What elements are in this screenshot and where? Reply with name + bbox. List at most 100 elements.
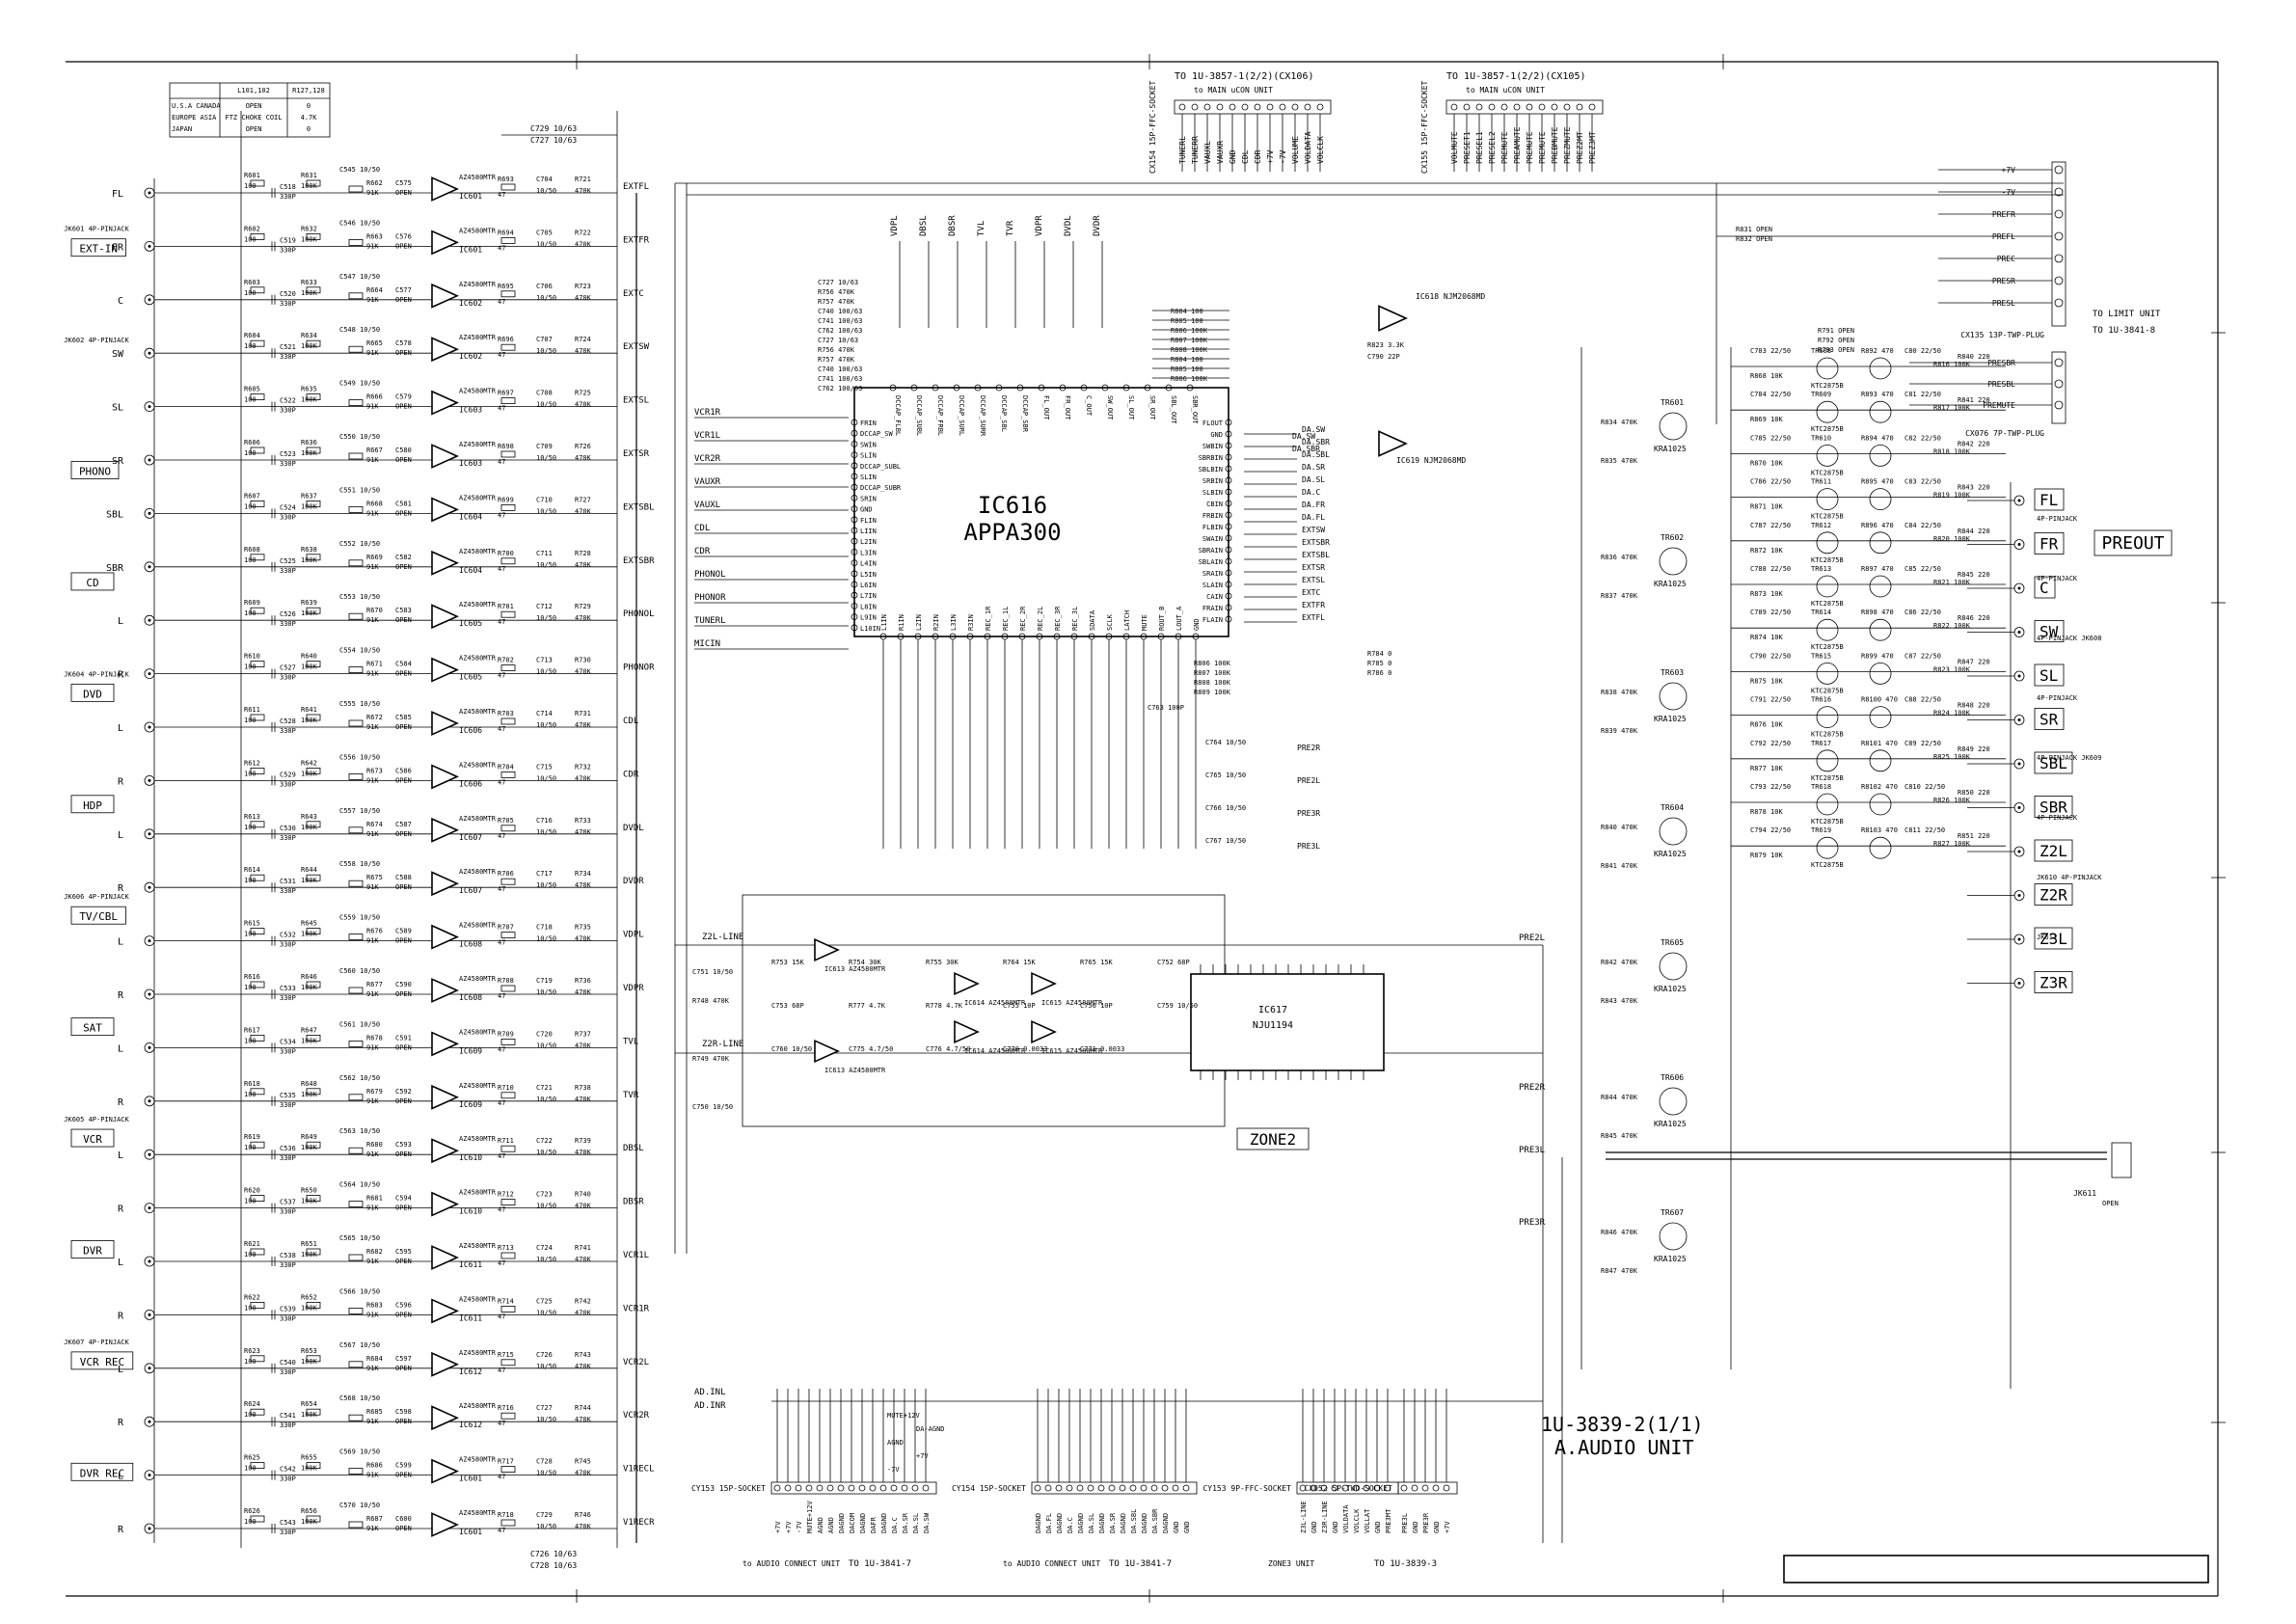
resistor-value: 91K <box>366 1204 379 1212</box>
resistor-ref: R712 <box>498 1191 514 1199</box>
resistor-icon <box>348 292 364 300</box>
opamp-part: AZ4580MTR <box>459 334 497 341</box>
capacitor-value: OPEN <box>395 563 412 571</box>
resistor-ref: R646 <box>301 973 317 981</box>
ic616-left-pin: L9IN <box>860 614 877 622</box>
bus-net-label: EXTC <box>1302 588 1320 597</box>
ic616-left-pin: L5IN <box>860 571 877 579</box>
resistor-ref: R609 <box>244 599 260 607</box>
top-connector-pin: VOLCLK <box>1316 136 1325 164</box>
zone-net-label: PRE2R <box>1519 1083 1546 1093</box>
input-channel-label: R <box>118 1418 124 1428</box>
resistor-value: 100K <box>301 1251 318 1259</box>
input-group-box <box>70 683 115 702</box>
jk611-body <box>2111 1142 2132 1178</box>
capacitor-value: 10/50 <box>536 935 556 943</box>
opamp-part: AZ4580MTR <box>459 601 497 609</box>
capacitor-value: 10/50 <box>536 401 556 409</box>
resistor-ref: R705 <box>498 817 514 825</box>
capacitor-label: C557 10/50 <box>339 807 380 815</box>
connector-pin-icon <box>1421 1484 1429 1492</box>
resistor-ref: R700 <box>498 550 514 557</box>
resistor-value: 47 <box>498 191 505 199</box>
resistor-ref: R738 <box>575 1084 591 1092</box>
capacitor-label: C553 10/50 <box>339 593 380 601</box>
resistor-icon <box>250 768 265 774</box>
bus-net-label: DBSR <box>948 215 958 236</box>
resistor-value: 100K <box>301 1411 318 1419</box>
limit-connector-pin: PREFR <box>1992 210 2015 219</box>
pin-jack-center-icon <box>148 725 151 729</box>
bus-net-label: DA.SW <box>1302 425 1325 434</box>
capacitor-value: 10/50 <box>536 774 556 782</box>
preout-channel-box <box>2034 708 2065 730</box>
capacitor-label: C548 10/50 <box>339 326 380 334</box>
capacitor-value: 330P <box>280 1421 296 1429</box>
preamp-cap-label: C791 22/50 <box>1750 696 1791 704</box>
capacitor-value: 330P <box>280 1101 296 1109</box>
capacitor-label: C563 10/50 <box>339 1127 380 1135</box>
resistor-value: 91K <box>366 1258 379 1265</box>
capacitor-value: 10/50 <box>536 1256 556 1263</box>
resistor-ref: R728 <box>575 550 591 557</box>
capacitor-label: C555 10/50 <box>339 700 380 708</box>
ic-component-label: R756 470K <box>818 288 855 296</box>
bottom-connector-pin: DAGND <box>880 1513 888 1533</box>
ic-component-label: R806 100K <box>1171 327 1208 335</box>
bus-net-label: VCR1L <box>694 431 720 441</box>
input-group-label: DVR <box>83 1244 102 1257</box>
input-jack-label: JK602 4P-PINJACK <box>64 337 129 344</box>
transistor-part: KTC2875B <box>1811 556 1844 564</box>
resistor-value: 47 <box>498 1099 505 1107</box>
transistor-part: KRA1025 <box>1654 580 1687 588</box>
opamp-icon <box>431 550 459 576</box>
opamp-ref: IC609 <box>459 1046 482 1055</box>
bottom-connector-pin: DA.SL <box>912 1513 920 1533</box>
resistor-icon <box>306 714 321 721</box>
signal-net-label: VDPR <box>623 984 644 993</box>
pin-jack-center-icon <box>2017 631 2021 634</box>
resistor-value: 91K <box>366 990 379 998</box>
transistor-ref: TR616 <box>1811 696 1831 704</box>
resistor-icon <box>500 610 516 618</box>
resistor-icon <box>348 238 364 246</box>
input-group-label: VCR <box>83 1133 102 1146</box>
opamp-part: AZ4580MTR <box>459 655 497 663</box>
capacitor-value: OPEN <box>395 670 412 678</box>
resistor-value: 470K <box>575 721 592 729</box>
pin-jack-center-icon <box>148 511 151 515</box>
capacitor-ref: C541 <box>280 1412 296 1420</box>
resistor-value: 100 <box>244 984 257 991</box>
ic-component-label: C727 10/63 <box>818 337 858 344</box>
transistor-icon <box>1816 575 1839 598</box>
bottom-connector-pin: PRE3MT <box>1385 1508 1392 1533</box>
ic-pin-icon <box>851 440 858 447</box>
resistor-ref: R649 <box>301 1133 317 1141</box>
preout-label: PREOUT <box>2101 533 2164 554</box>
resistor-ref: R611 <box>244 706 260 714</box>
capacitor-value: 330P <box>280 994 296 1002</box>
ic616-bottom-pin: REC_1R <box>985 606 992 631</box>
resistor-value: 91K <box>366 1097 379 1105</box>
preamp-resistor-label: R821 100K <box>1933 579 1971 586</box>
resistor-icon <box>306 661 321 667</box>
resistor-ref: R637 <box>301 492 317 500</box>
zone-opamp-label: IC613 AZ4580MTR <box>824 965 886 973</box>
preamp-resistor-label: R8102 470 <box>1861 783 1898 791</box>
resistor-ref: R645 <box>301 920 317 928</box>
capacitor-value: 330P <box>280 1368 296 1376</box>
resistor-icon <box>250 554 265 561</box>
resistor-icon <box>500 504 516 511</box>
ic-component-label: R807 100K <box>1194 669 1231 677</box>
connector-pin-icon <box>1538 103 1546 111</box>
resistor-ref: R643 <box>301 813 317 821</box>
input-jack-label: JK601 4P-PINJACK <box>64 226 129 233</box>
opamp-icon <box>814 1039 840 1064</box>
preout-channel-label: SW <box>2039 623 2059 641</box>
ic616-right-pin: FRAIN <box>1202 605 1223 612</box>
ic-pin-icon <box>851 624 858 632</box>
connector-pin-icon <box>1551 103 1558 111</box>
capacitor-ref: C598 <box>395 1408 412 1416</box>
